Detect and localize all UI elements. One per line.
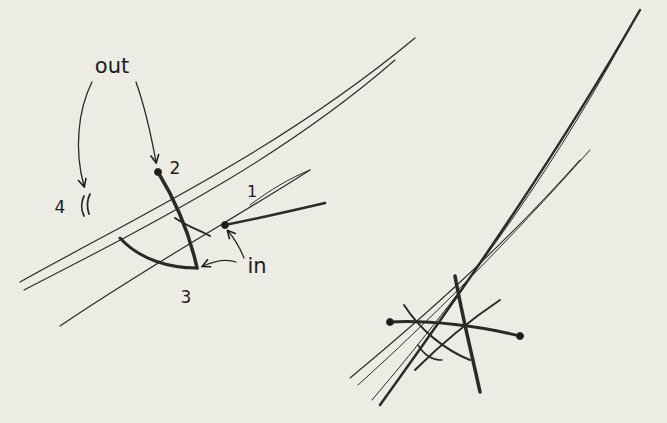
branch-line (20, 38, 415, 282)
callout-number: 1 (247, 184, 257, 200)
callout-number: 3 (181, 289, 192, 306)
branch-line (24, 60, 395, 290)
stitch (415, 300, 500, 370)
stitch (455, 276, 480, 392)
callout-number: 4 (55, 199, 66, 216)
stitch (175, 218, 210, 236)
annotation-word: out (95, 56, 129, 77)
stitch-point (517, 333, 524, 340)
annotation-word: in (247, 256, 266, 277)
branch-line (380, 10, 640, 405)
stitch (82, 194, 90, 216)
stitch-point (387, 319, 394, 326)
stitch (418, 345, 442, 360)
leader-arrow (228, 231, 244, 258)
stitch-point (155, 169, 162, 176)
leader-arrow (136, 82, 156, 162)
branch-line (350, 160, 580, 378)
callout-number: 2 (170, 160, 181, 177)
stitch (120, 238, 197, 268)
leader-arrow (78, 82, 92, 186)
leader-arrow (203, 260, 236, 266)
stitch (225, 203, 325, 225)
branch-line (372, 18, 635, 400)
branch-line (60, 170, 310, 326)
branch-line (250, 170, 310, 205)
stitch (404, 305, 470, 360)
branch-line (358, 150, 590, 385)
stitch-point (222, 222, 229, 229)
